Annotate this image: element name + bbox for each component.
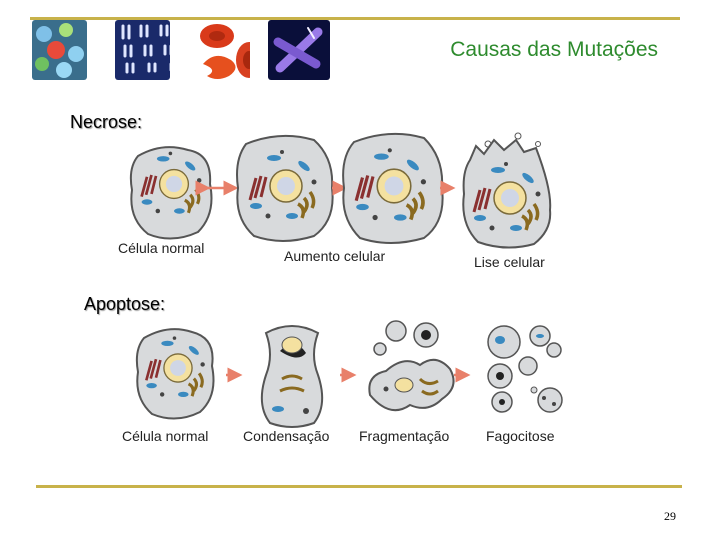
page-number: 29 [664, 509, 676, 523]
necrose-caption-normal: Célula normal [118, 240, 205, 256]
karyotype-photo [115, 20, 170, 80]
apoptosis-condensation-cell [260, 325, 324, 428]
apoptose-caption-phagocytosis: Fagocitose [486, 428, 555, 444]
necrose-caption-lysis: Lise celular [474, 254, 545, 270]
apoptose-caption-fragmentation: Fragmentação [359, 428, 450, 444]
chromosome-photo [268, 20, 330, 80]
top-rule [30, 17, 680, 20]
necrosis-swelling-cell-1 [236, 134, 334, 242]
apoptose-heading: Apoptose: [84, 294, 166, 314]
bottom-rule [36, 485, 682, 488]
red-blood-cells-photo [195, 20, 250, 80]
necrosis-swelling-cell-2 [342, 132, 444, 244]
necrose-heading: Necrose: [70, 112, 143, 132]
necrosis-lysis-cell [462, 132, 552, 249]
necrosis-normal-cell [129, 146, 213, 240]
apoptosis-phagocytosis-bodies [487, 325, 563, 413]
slide-title: Causas das Mutações [450, 38, 658, 61]
apoptosis-fragmentation-cell [368, 320, 455, 412]
apoptosis-normal-cell [135, 328, 215, 420]
apoptose-caption-condensation: Condensação [243, 428, 330, 444]
cells-fluorescence-photo [32, 20, 87, 80]
necrose-caption-swelling: Aumento celular [284, 248, 386, 264]
apoptose-caption-normal: Célula normal [122, 428, 209, 444]
